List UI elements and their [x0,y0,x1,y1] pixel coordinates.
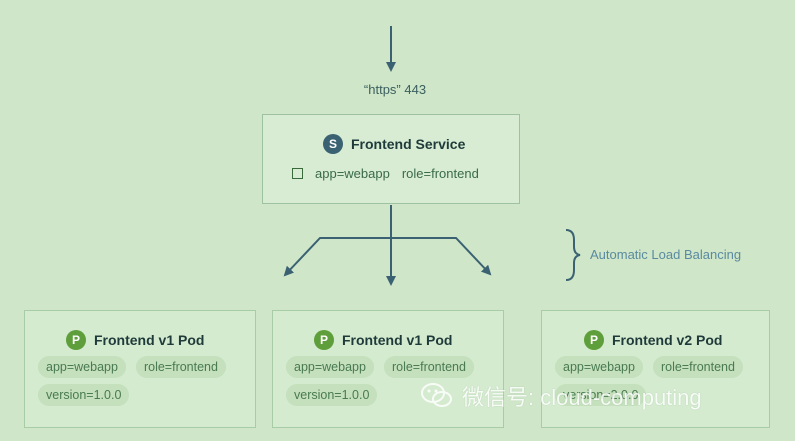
watermark-text: 微信号: cloud-computing [462,385,702,410]
pod-badge-icon: P [314,330,334,350]
service-selector-label: app=webapp [315,166,390,181]
pod-box-1: P Frontend v1 Pod app=webapp role=fronte… [24,310,256,428]
pod-label-chip: role=frontend [383,356,474,378]
pod-label-chip: version=1.0.0 [286,384,378,406]
frontend-service-box: S Frontend Service app=webapp role=front… [262,114,520,204]
pod-badge-icon: P [584,330,604,350]
right-branch-arrow [391,237,492,276]
pod-label-chip: version=2.0.0 [555,384,647,406]
pod-label-chip: app=webapp [286,356,374,378]
pod-title: Frontend v1 Pod [342,332,453,348]
pod-badge-icon: P [66,330,86,350]
pod-box-3: P Frontend v2 Pod app=webapp role=fronte… [541,310,770,428]
pod-label-chip: role=frontend [135,356,226,378]
wechat-logo-icon [421,383,452,407]
selector-square-icon [292,168,303,179]
pod-label-chip: role=frontend [652,356,743,378]
pod-box-2: P Frontend v1 Pod app=webapp role=fronte… [272,310,504,428]
service-title: Frontend Service [351,136,466,152]
service-selector-label: role=frontend [401,166,479,181]
load-balancing-label: Automatic Load Balancing [590,247,742,262]
load-balancing-brace [565,229,581,281]
service-badge-icon: S [323,134,343,154]
wechat-watermark: 微信号: cloud-computing [420,380,702,412]
pod-label-chip: version=1.0.0 [38,384,130,406]
pod-title: Frontend v1 Pod [94,332,205,348]
pod-title: Frontend v2 Pod [612,332,723,348]
left-branch-arrow [283,237,391,277]
pod-label-chip: app=webapp [555,356,643,378]
ingress-port-caption: “https” 443 [363,82,427,97]
pod-label-chip: app=webapp [38,356,126,378]
